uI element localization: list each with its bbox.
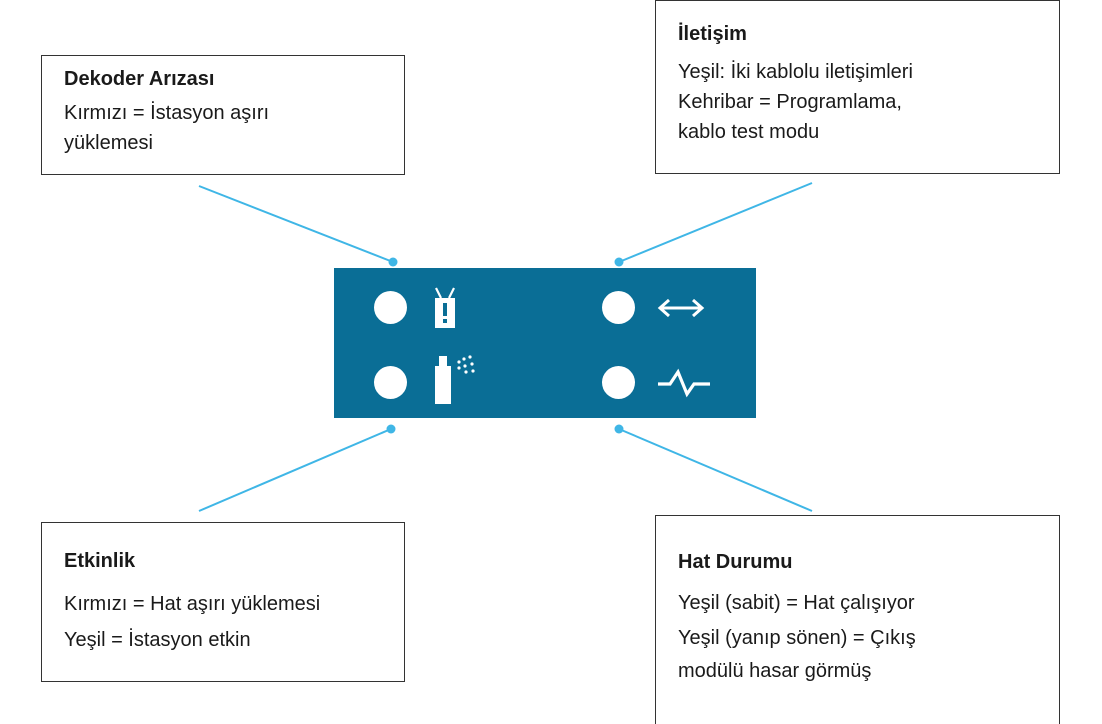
connector-dot-iletisim — [614, 257, 624, 267]
connector-etkinlik — [198, 428, 392, 512]
indicator-panel — [334, 268, 756, 418]
callout-iletisim: İletişim Yeşil: İki kablolu iletişimleri… — [655, 0, 1060, 174]
connector-dot-dekoder — [388, 257, 398, 267]
led-communication — [602, 291, 635, 324]
callout-title: Hat Durumu — [678, 551, 793, 573]
callout-hat-durumu: Hat Durumu Yeşil (sabit) = Hat çalışıyor… — [655, 515, 1060, 724]
callout-etkinlik: Etkinlik Kırmızı = Hat aşırı yüklemesi Y… — [41, 522, 405, 682]
connector-dot-hat — [614, 424, 624, 434]
callout-line: Yeşil (yanıp sönen) = Çıkış — [678, 627, 916, 649]
connector-iletisim — [618, 182, 813, 263]
sprinkler-activity-icon — [435, 355, 475, 404]
connector-dot-etkinlik — [386, 424, 396, 434]
callout-line: Yeşil: İki kablolu iletişimleri — [678, 61, 913, 83]
callout-dekoder-arizasi: Dekoder Arızası Kırmızı = İstasyon aşırı… — [41, 55, 405, 175]
led-line-status — [602, 366, 635, 399]
callout-title: Etkinlik — [64, 550, 136, 572]
callout-line: Kehribar = Programlama, — [678, 91, 902, 113]
connector-hat — [618, 428, 813, 512]
communication-arrows-icon — [657, 298, 705, 318]
callout-line: modülü hasar görmüş — [678, 660, 872, 682]
callout-title: İletişim — [678, 23, 747, 45]
led-decoder-fault — [374, 291, 407, 324]
callout-title: Dekoder Arızası — [64, 68, 215, 90]
connector-dekoder — [198, 185, 394, 263]
led-activity — [374, 366, 407, 399]
callout-line: Kırmızı = İstasyon aşırı — [64, 102, 270, 124]
callout-line: Yeşil (sabit) = Hat çalışıyor — [678, 592, 915, 614]
callout-line: kablo test modu — [678, 121, 820, 143]
callout-line: yüklemesi — [64, 132, 153, 154]
line-pulse-icon — [658, 368, 710, 398]
callout-line: Kırmızı = Hat aşırı yüklemesi — [64, 593, 321, 615]
decoder-fault-icon — [435, 287, 455, 328]
callout-line: Yeşil = İstasyon etkin — [64, 629, 251, 651]
